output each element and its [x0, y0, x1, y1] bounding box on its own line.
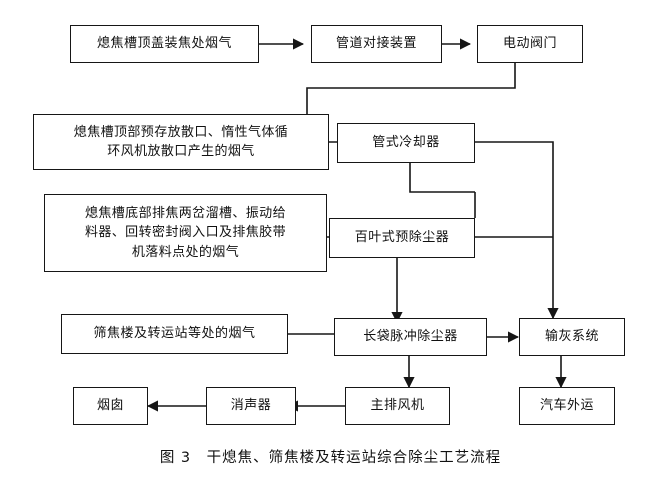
- node-label: 电动阀门: [502, 35, 557, 51]
- node-label: 熄焦槽顶盖装焦处烟气: [96, 35, 232, 51]
- node-label: 主排风机: [370, 397, 425, 413]
- edge-cooler-to-louver: [409, 163, 475, 193]
- node-main-exhaust-fan[interactable]: 主排风机: [345, 387, 450, 425]
- node-truck-transport[interactable]: 汽车外运: [519, 387, 615, 425]
- node-label: 管式冷却器: [372, 134, 440, 150]
- node-label: 输灰系统: [544, 328, 599, 344]
- node-silencer[interactable]: 消声器: [206, 387, 296, 425]
- node-label: 熄焦槽底部排焦两岔溜槽、振动给 料器、回转密封阀入口及排焦胶带 机落料点处的烟气: [84, 205, 286, 260]
- node-chimney[interactable]: 烟囱: [73, 387, 148, 425]
- node-electric-valve[interactable]: 电动阀门: [477, 25, 583, 63]
- node-louver-pre-duster[interactable]: 百叶式预除尘器: [329, 218, 475, 258]
- node-label: 管道对接装置: [335, 35, 417, 51]
- node-label: 筛焦楼及转运站等处的烟气: [93, 325, 256, 341]
- node-label: 汽车外运: [539, 397, 594, 413]
- node-long-bag-pulse-duster[interactable]: 长袋脉冲除尘器: [334, 318, 487, 356]
- node-pipe-docking-device[interactable]: 管道对接装置: [311, 25, 442, 63]
- edge-valve-to-cooler: [301, 63, 516, 138]
- node-bottom-discharge-points[interactable]: 熄焦槽底部排焦两岔溜槽、振动给 料器、回转密封阀入口及排焦胶带 机落料点处的烟气: [44, 194, 327, 272]
- figure-caption: 图 3 干熄焦、筛焦楼及转运站综合除尘工艺流程: [159, 450, 502, 466]
- node-label: 熄焦槽顶部预存放散口、惰性气体循 环风机放散口产生的烟气: [73, 124, 289, 160]
- edge-cooler-to-ash: [475, 141, 559, 320]
- node-top-vent-inert-gas[interactable]: 熄焦槽顶部预存放散口、惰性气体循 环风机放散口产生的烟气: [33, 114, 329, 170]
- node-label: 烟囱: [96, 397, 124, 413]
- node-screening-transfer-station[interactable]: 筛焦楼及转运站等处的烟气: [61, 314, 288, 354]
- node-label: 消声器: [230, 397, 272, 413]
- node-label: 长袋脉冲除尘器: [363, 328, 458, 344]
- node-tube-cooler[interactable]: 管式冷却器: [337, 123, 475, 163]
- node-label: 百叶式预除尘器: [354, 229, 450, 245]
- node-ash-conveying-system[interactable]: 输灰系统: [519, 318, 625, 356]
- node-coke-quench-top-cover[interactable]: 熄焦槽顶盖装焦处烟气: [70, 25, 259, 63]
